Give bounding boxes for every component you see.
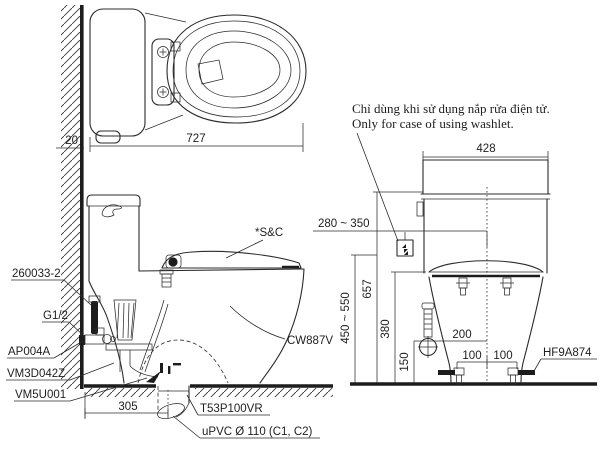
bowl-side <box>88 268 305 384</box>
flush-button-side <box>101 204 122 218</box>
note-vietnamese: Chỉ dùng khi sử dụng nắp rửa điện tử. <box>352 101 550 116</box>
flange-arrow <box>146 371 161 383</box>
dim-rim-height-380: 380 <box>380 319 392 338</box>
tank-front <box>416 159 551 274</box>
nozzle-hatch <box>197 59 224 85</box>
label-bowl-model: CW887V <box>287 335 333 347</box>
label-drain-pipe: uPVC Ø 110 (C1, C2) <box>202 426 313 438</box>
wall-section <box>61 5 84 389</box>
dim-depth-727: 727 <box>186 133 205 145</box>
label-flange: VM5U001 <box>15 389 66 401</box>
electrical-outlet <box>396 232 414 257</box>
front-view: 428 <box>313 143 597 386</box>
dim-valve-offset: 200 <box>414 329 487 342</box>
side-view-labels: 260033-2 G1/2 AP004A VM3D042Z VM5U001 T5… <box>6 227 333 439</box>
bowl-front <box>428 187 544 384</box>
tank-side <box>86 194 141 282</box>
label-drain-joint: T53P100VR <box>200 403 263 415</box>
dim-total-height-657: 657 <box>362 279 374 298</box>
label-fitting: VM3D042Z <box>7 368 65 380</box>
dim-rough-in-305: 305 <box>118 401 137 413</box>
dim-rough-in: 305 <box>84 392 169 419</box>
dim-wall-gap: 20 <box>56 135 84 149</box>
label-bolt-cap: HF9A874 <box>543 347 592 359</box>
trapway-dashed <box>137 339 229 384</box>
dim-bolt-spacing: 100 100 <box>456 350 518 369</box>
seat-lid-top <box>144 12 307 131</box>
supply-tab <box>95 130 121 144</box>
label-seat: *S&C <box>255 227 283 239</box>
dim-supply-height-450-550: 450 ~ 550 <box>340 292 352 343</box>
dim-outlet-range: 280 ~ 350 <box>313 218 488 247</box>
stop-valve-front <box>418 302 438 358</box>
tank-internals <box>105 299 229 384</box>
dim-outlet-280-350: 280 ~ 350 <box>318 218 369 230</box>
bolt-cap-label: HF9A874 <box>533 347 597 372</box>
dim-valve-offset-200: 200 <box>452 329 471 341</box>
dim-valve-height-150: 150 <box>399 352 411 371</box>
top-view: 727 20 <box>56 8 307 152</box>
washlet-note: Chỉ dùng khi sử dụng nắp rửa điện tử. On… <box>352 101 550 242</box>
dim-tank-width: 428 <box>422 143 549 163</box>
side-view: 305 260033-2 G1/2 AP004A VM3D042Z VM5U00… <box>6 194 333 439</box>
note-english: Only for case of using washlet. <box>352 116 514 131</box>
label-inlet-thread: G1/2 <box>43 310 68 322</box>
label-supply-hose: 260033-2 <box>12 268 61 280</box>
label-stop-valve: AP004A <box>8 346 51 358</box>
washlet-seat-side <box>159 250 302 288</box>
dim-bolt-100-left: 100 <box>462 350 481 362</box>
supply-hose-shape <box>91 301 98 334</box>
tank-side-button <box>416 201 424 217</box>
vertical-dimensions: 450 ~ 550 657 380 150 <box>340 191 426 383</box>
dim-bolt-100-right: 100 <box>493 350 512 362</box>
dim-tank-width-428: 428 <box>476 143 495 155</box>
seat-bolts-front <box>456 277 514 296</box>
seat-hinge-top <box>151 38 181 106</box>
drain-pipe <box>157 385 190 419</box>
dim-depth: 727 <box>89 123 304 152</box>
dim-wall-gap-20: 20 <box>65 135 78 147</box>
floor-bolts <box>438 367 535 385</box>
tank-top-outline <box>89 8 146 137</box>
supply-assembly <box>79 295 116 345</box>
